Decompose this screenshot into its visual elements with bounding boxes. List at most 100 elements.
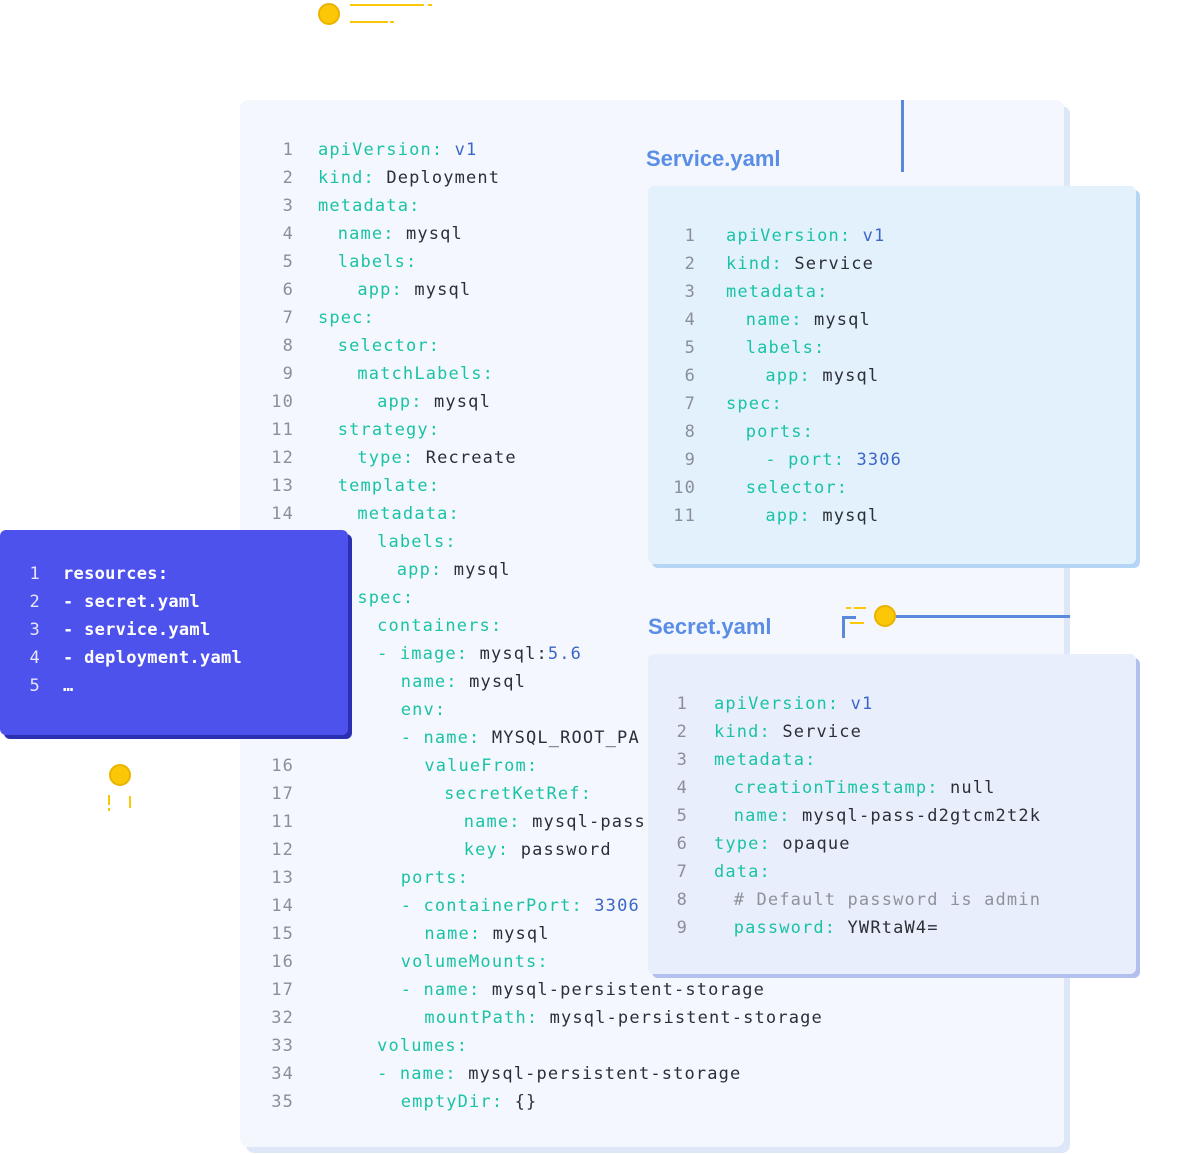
code-text: metadata: bbox=[714, 746, 816, 774]
yaml-value: 3306 bbox=[594, 896, 640, 916]
yellow-dot-icon bbox=[109, 764, 131, 786]
yaml-key: secretKetRef: bbox=[444, 784, 593, 804]
code-text: name: mysql bbox=[424, 920, 549, 948]
line-number: 16 bbox=[271, 952, 294, 972]
code-text: selector: bbox=[338, 332, 440, 360]
yaml-key: name: bbox=[400, 672, 458, 692]
yaml-key: app: bbox=[765, 506, 811, 526]
code-text: name: mysql bbox=[401, 668, 526, 696]
code-text: name: mysql bbox=[338, 220, 463, 248]
code-text: apiVersion: v1 bbox=[318, 136, 477, 164]
line-number: 5 bbox=[29, 676, 40, 696]
yellow-dash bbox=[854, 607, 866, 609]
yaml-key: name: bbox=[463, 812, 521, 832]
line-number: 9 bbox=[676, 918, 688, 938]
yaml-key: labels: bbox=[337, 252, 418, 272]
code-text: - secret.yaml bbox=[63, 592, 200, 612]
yaml-value: Service bbox=[794, 254, 875, 274]
code-line: labels: bbox=[260, 528, 1040, 556]
line-number: 2 bbox=[684, 254, 696, 274]
yaml-key: containers: bbox=[377, 616, 503, 636]
line-number: 11 bbox=[271, 812, 294, 832]
code-text: mountPath: mysql-persistent-storage bbox=[424, 1004, 823, 1032]
code-text: data: bbox=[714, 858, 771, 886]
yaml-key: apiVersion: bbox=[726, 226, 852, 246]
line-number: 4 bbox=[684, 310, 696, 330]
yaml-key: type: bbox=[357, 448, 415, 468]
code-text: type: Recreate bbox=[357, 444, 516, 472]
line-number: 2 bbox=[282, 168, 294, 188]
code-text: emptyDir: {} bbox=[401, 1088, 538, 1116]
line-number: 12 bbox=[271, 840, 294, 860]
line-number: 15 bbox=[271, 924, 294, 944]
line-number: 35 bbox=[271, 1092, 294, 1112]
line-number: 32 bbox=[271, 1008, 294, 1028]
code-text: secretKetRef: bbox=[444, 780, 592, 808]
code-text: metadata: bbox=[357, 500, 459, 528]
yaml-key: key: bbox=[463, 840, 510, 860]
code-text: - deployment.yaml bbox=[63, 648, 243, 668]
yaml-value: mysql bbox=[414, 280, 472, 300]
code-line: 12 key: password bbox=[260, 836, 1040, 864]
yellow-dash bbox=[350, 4, 424, 6]
yaml-value: # Default password is admin bbox=[733, 890, 1042, 910]
code-line: 8# Default password is admin bbox=[654, 886, 1124, 914]
line-number: 5 bbox=[676, 806, 688, 826]
code-line: 17- name: mysql-persistent-storage bbox=[260, 976, 1040, 1004]
yaml-key: app: bbox=[765, 366, 811, 386]
code-text: spec: bbox=[318, 304, 375, 332]
code-text: apiVersion: v1 bbox=[726, 222, 885, 250]
yaml-key: - name: bbox=[400, 980, 481, 1000]
code-text: kind: Service bbox=[714, 718, 862, 746]
yaml-key: data: bbox=[714, 862, 771, 882]
yaml-value: password bbox=[520, 840, 612, 860]
code-line: app: mysql bbox=[260, 556, 1040, 584]
yaml-key: spec: bbox=[357, 588, 415, 608]
code-text: key: password bbox=[464, 836, 612, 864]
code-line: 15 name: mysql bbox=[260, 920, 1040, 948]
yaml-value: v1 bbox=[850, 694, 874, 714]
code-line: - image: mysql:5.6 bbox=[260, 640, 1040, 668]
yaml-key: name: bbox=[733, 806, 791, 826]
code-text: metadata: bbox=[318, 192, 420, 220]
code-text: kind: Service bbox=[726, 250, 874, 278]
yaml-key: kind: bbox=[714, 722, 771, 742]
code-text: env: bbox=[401, 696, 447, 724]
yaml-key: apiVersion: bbox=[318, 140, 444, 160]
line-number: 3 bbox=[676, 750, 688, 770]
code-text: - name: MYSQL_ROOT_PA bbox=[401, 724, 640, 752]
yaml-value: Service bbox=[782, 722, 863, 742]
yaml-value: mysql-pass bbox=[532, 812, 646, 832]
code-text: volumeMounts: bbox=[401, 948, 549, 976]
yaml-key: name: bbox=[337, 224, 395, 244]
code-text: labels: bbox=[746, 334, 826, 362]
code-line: env: bbox=[260, 696, 1040, 724]
code-text: type: opaque bbox=[714, 830, 851, 858]
yaml-key: kind: bbox=[318, 168, 375, 188]
line-number: 14 bbox=[271, 896, 294, 916]
line-number: 33 bbox=[271, 1036, 294, 1056]
yaml-key: - port: bbox=[765, 450, 846, 470]
yaml-value: mysql bbox=[814, 310, 871, 330]
line-number: 2 bbox=[676, 722, 688, 742]
yaml-key: creationTimestamp: bbox=[733, 778, 939, 798]
yaml-key: apiVersion: bbox=[714, 694, 840, 714]
yellow-dash bbox=[428, 4, 432, 6]
yaml-value: Recreate bbox=[425, 448, 517, 468]
yaml-key: kind: bbox=[726, 254, 783, 274]
yaml-value: mysql bbox=[822, 506, 880, 526]
line-number: 1 bbox=[676, 694, 688, 714]
code-text: matchLabels: bbox=[357, 360, 494, 388]
yellow-dash bbox=[129, 796, 131, 808]
